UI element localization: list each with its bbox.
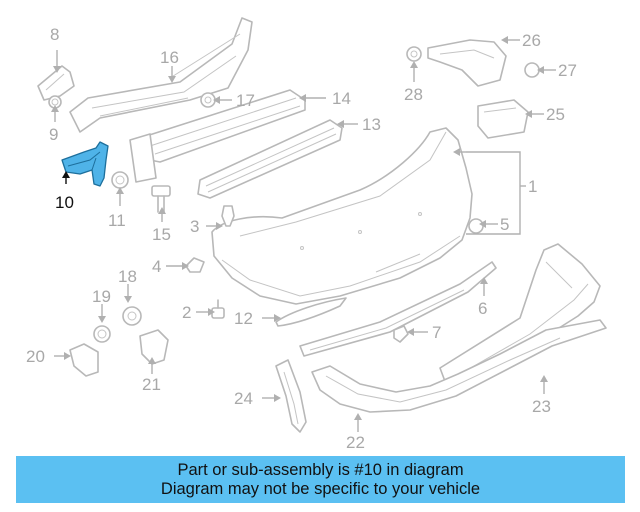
- callout-18: 18: [118, 267, 137, 286]
- callout-23: 23: [532, 397, 551, 416]
- part-4-clip: [185, 257, 205, 273]
- part-15-bolt: [151, 185, 171, 213]
- part-28-nut: [406, 46, 422, 62]
- part-11-nut: [111, 171, 129, 189]
- callout-16: 16: [160, 48, 179, 67]
- callout-5: 5: [500, 215, 509, 234]
- callout-2: 2: [182, 303, 191, 322]
- callout-28: 28: [404, 85, 423, 104]
- part-14-impact-bar: [129, 89, 306, 183]
- callout-17: 17: [236, 91, 255, 110]
- part-22-diffuser: [311, 319, 607, 413]
- callout-11: 11: [108, 211, 126, 230]
- parts-diagram: 8 9 16 17 14 13 10 11 15 3 4 18 19 2 12 …: [26, 17, 607, 452]
- info-banner: Part or sub-assembly is #10 in diagram D…: [16, 456, 625, 503]
- part-5-sensor-ring: [468, 218, 484, 234]
- part-16-upper-reinforcement: [69, 17, 253, 133]
- part-13-reinforcement-beam: [197, 119, 343, 199]
- callout-3: 3: [190, 217, 199, 236]
- part-6-trim-strip: [299, 261, 497, 357]
- callout-12: 12: [234, 309, 253, 328]
- part-2-bolt: [211, 299, 225, 319]
- part-12-reflector: [275, 297, 347, 327]
- part-10-bracket-highlighted[interactable]: [61, 141, 109, 187]
- part-19-ring: [93, 325, 111, 343]
- callout-labels: 8 9 16 17 14 13 10 11 15 3 4 18 19 2 12 …: [26, 25, 577, 452]
- callout-25: 25: [546, 105, 565, 124]
- banner-line-2: Diagram may not be specific to your vehi…: [160, 479, 481, 498]
- callout-6: 6: [478, 299, 487, 318]
- callout-14: 14: [332, 89, 351, 108]
- part-18-sensor: [122, 306, 142, 326]
- callout-10-highlighted: 10: [55, 193, 74, 212]
- part-21-bracket: [139, 329, 169, 365]
- callout-19: 19: [92, 287, 111, 306]
- callout-27: 27: [558, 61, 577, 80]
- part-8-bracket: [37, 65, 75, 101]
- callout-9: 9: [49, 125, 58, 144]
- part-26-bracket: [427, 39, 507, 87]
- part-25-module: [477, 99, 529, 139]
- callout-15: 15: [152, 225, 171, 244]
- part-7-clip: [393, 325, 409, 343]
- callout-4: 4: [152, 257, 161, 276]
- callout-7: 7: [432, 323, 441, 342]
- callout-1: 1: [528, 177, 537, 196]
- leader-lines: [51, 36, 556, 432]
- part-17-clip: [200, 92, 216, 108]
- part-1-bumper-cover: [211, 127, 473, 305]
- callout-24: 24: [234, 389, 253, 408]
- callout-22: 22: [346, 433, 365, 452]
- callout-8: 8: [50, 25, 59, 44]
- callout-21: 21: [142, 375, 161, 394]
- callout-26: 26: [522, 31, 541, 50]
- part-27-bolt: [524, 62, 540, 78]
- callout-20: 20: [26, 347, 45, 366]
- part-24-side-trim: [275, 359, 307, 433]
- part-3-sensor: [221, 205, 235, 227]
- callout-13: 13: [362, 115, 381, 134]
- banner-line-1: Part or sub-assembly is #10 in diagram: [177, 460, 464, 479]
- part-20-bracket: [69, 343, 99, 377]
